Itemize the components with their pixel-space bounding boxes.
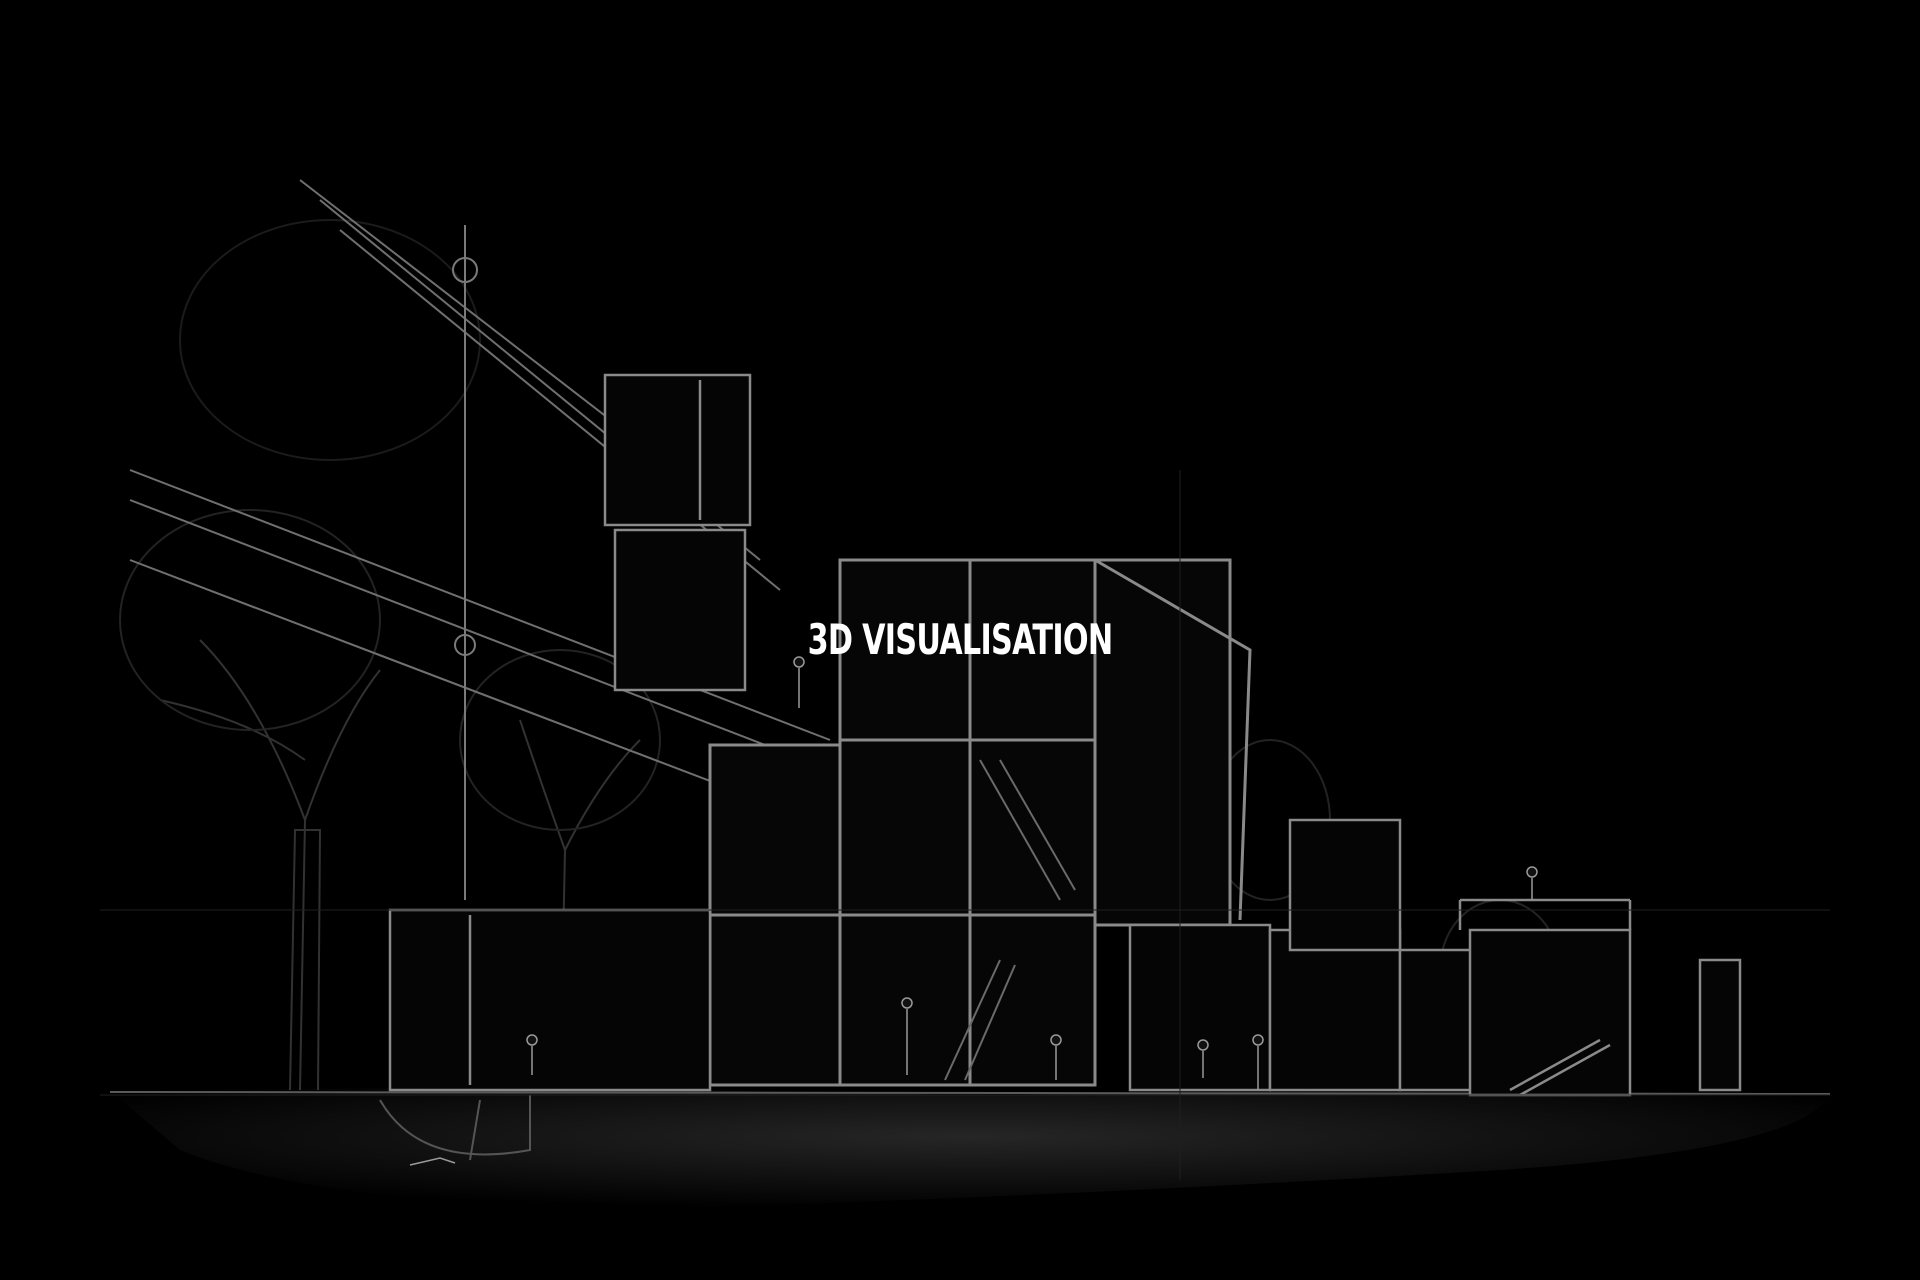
basement <box>379 1095 531 1161</box>
page-title: 3D VISUALISATION <box>807 615 1114 664</box>
pulley-column <box>452 225 478 900</box>
ground-mass <box>110 1088 1830 1210</box>
left-lower-box <box>388 908 712 1092</box>
main-building <box>708 558 1252 1087</box>
human-figures <box>409 656 1538 1166</box>
upper-tower <box>603 373 752 692</box>
construction-lines <box>100 470 1830 1180</box>
stair <box>944 759 1076 1081</box>
right-blocks <box>1128 818 1742 1097</box>
